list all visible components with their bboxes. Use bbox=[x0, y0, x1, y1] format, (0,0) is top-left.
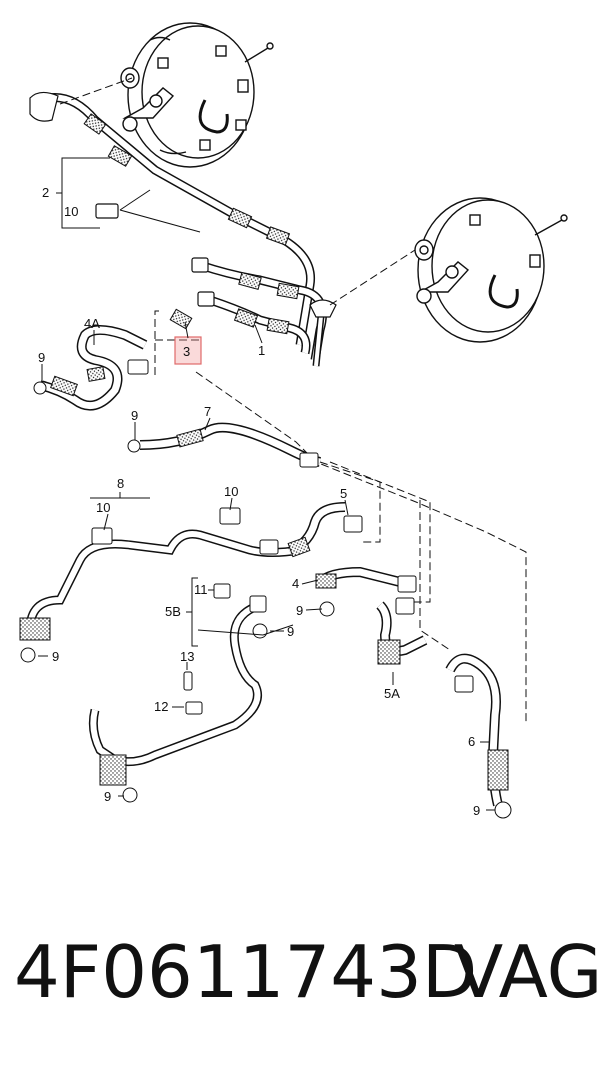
label-9: 9 bbox=[287, 624, 294, 639]
hose-5 bbox=[287, 502, 363, 558]
part-labels: 2 10 3 1 4A 9 9 7 8 10 10 5 4 11 5B 9 9 … bbox=[38, 185, 480, 818]
bracket-2 bbox=[56, 157, 201, 233]
vacuum-hose-diagram: 2 10 3 1 4A 9 9 7 8 10 10 5 4 11 5B 9 9 … bbox=[19, 22, 568, 819]
label-9: 9 bbox=[104, 789, 111, 804]
label-6: 6 bbox=[468, 734, 475, 749]
label-5: 5 bbox=[340, 486, 347, 501]
label-leaders bbox=[38, 321, 495, 811]
label-10: 10 bbox=[96, 500, 110, 515]
label-5b: 5B bbox=[165, 604, 181, 619]
brake-booster-top bbox=[120, 22, 274, 168]
label-10: 10 bbox=[64, 204, 78, 219]
label-3: 3 bbox=[183, 344, 190, 359]
label-12: 12 bbox=[154, 699, 168, 714]
hose-8 bbox=[19, 492, 301, 663]
label-1: 1 bbox=[258, 343, 265, 358]
label-2: 2 bbox=[42, 185, 49, 200]
part-number: 4F0611743D bbox=[14, 930, 478, 1014]
hose-4 bbox=[315, 566, 417, 617]
label-13: 13 bbox=[180, 649, 194, 664]
label-4a: 4A bbox=[84, 316, 100, 331]
label-9: 9 bbox=[131, 408, 138, 423]
hose-6 bbox=[445, 653, 512, 819]
label-9: 9 bbox=[38, 350, 45, 365]
label-4: 4 bbox=[292, 576, 299, 591]
label-11: 11 bbox=[194, 582, 208, 597]
brand-name: VAG bbox=[454, 930, 600, 1014]
hose-5b bbox=[88, 577, 294, 803]
label-9: 9 bbox=[473, 803, 480, 818]
hose-5a bbox=[376, 597, 428, 665]
label-8: 8 bbox=[117, 476, 124, 491]
leader-lines bbox=[59, 77, 527, 722]
brake-booster-right bbox=[414, 197, 568, 343]
connectors-top bbox=[29, 91, 337, 318]
hose-sleeves-top bbox=[83, 113, 300, 335]
hose-4a bbox=[33, 325, 149, 411]
label-5a: 5A bbox=[384, 686, 400, 701]
label-9: 9 bbox=[52, 649, 59, 664]
hose-7 bbox=[127, 422, 322, 468]
label-7: 7 bbox=[204, 404, 211, 419]
label-9: 9 bbox=[296, 603, 303, 618]
label-10: 10 bbox=[224, 484, 238, 499]
